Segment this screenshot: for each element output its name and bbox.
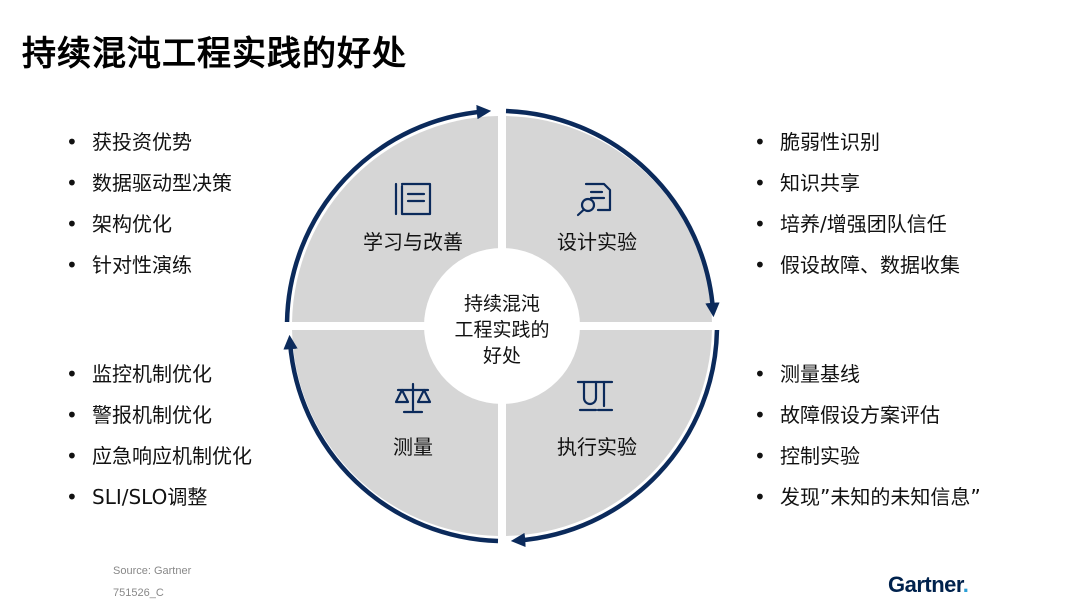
list-item: 架构优化: [62, 204, 232, 245]
quadrant-label-measure: 测量: [393, 435, 433, 459]
list-item: 控制实验: [750, 436, 981, 477]
quadrant-label-run-experiment: 执行实验: [557, 435, 637, 459]
book-icon: [394, 182, 432, 216]
list-item: 获投资优势: [62, 122, 232, 163]
document-search-icon: [576, 182, 612, 217]
source-note: Source: Gartner: [113, 565, 192, 577]
quadrant-label-design-experiment: 设计实验: [557, 230, 637, 254]
gartner-logo: Gartner.: [888, 572, 969, 598]
list-item: 故障假设方案评估: [750, 395, 981, 436]
list-item: 应急响应机制优化: [62, 436, 252, 477]
benefits-list-design-experiment: 脆弱性识别 知识共享 培养/增强团队信任 假设故障、数据收集: [750, 122, 960, 286]
quadrant-label-learn-improve: 学习与改善: [363, 230, 463, 254]
center-circle: [424, 248, 580, 404]
brand-name: Gartner: [888, 572, 963, 597]
list-item: 警报机制优化: [62, 395, 252, 436]
arc-arrow-top-left: [284, 104, 492, 323]
list-item: SLI/SLO调整: [62, 477, 252, 518]
benefits-list-learn-improve: 获投资优势 数据驱动型决策 架构优化 针对性演练: [62, 122, 232, 286]
quadrant-bottom-left: [292, 330, 498, 536]
document-code: 751526_C: [113, 587, 164, 599]
balance-scale-icon: [394, 382, 432, 414]
list-item: 监控机制优化: [62, 354, 252, 395]
center-label-line-2: 工程实践的: [454, 319, 549, 341]
quadrant-bottom-right: [506, 330, 712, 536]
arc-arrow-bottom-right: [510, 329, 720, 548]
center-label-line-1: 持续混沌: [464, 293, 540, 315]
list-item: 脆弱性识别: [750, 122, 960, 163]
arc-arrow-top-right: [505, 108, 720, 318]
center-label-line-3: 好处: [483, 345, 521, 367]
list-item: 数据驱动型决策: [62, 163, 232, 204]
lab-tools-icon: [576, 380, 614, 412]
benefits-list-run-experiment: 测量基线 故障假设方案评估 控制实验 发现”未知的未知信息”: [750, 354, 981, 518]
quadrant-top-left: [292, 116, 498, 322]
brand-dot: .: [962, 572, 969, 597]
list-item: 测量基线: [750, 354, 981, 395]
page-title: 持续混沌工程实践的好处: [22, 34, 407, 74]
list-item: 知识共享: [750, 163, 960, 204]
list-item: 培养/增强团队信任: [750, 204, 960, 245]
list-item: 发现”未知的未知信息”: [750, 477, 981, 518]
arc-arrow-bottom-left: [283, 334, 499, 544]
benefits-list-measure: 监控机制优化 警报机制优化 应急响应机制优化 SLI/SLO调整: [62, 354, 252, 518]
list-item: 假设故障、数据收集: [750, 245, 960, 286]
list-item: 针对性演练: [62, 245, 232, 286]
quadrant-top-right: [506, 116, 712, 322]
